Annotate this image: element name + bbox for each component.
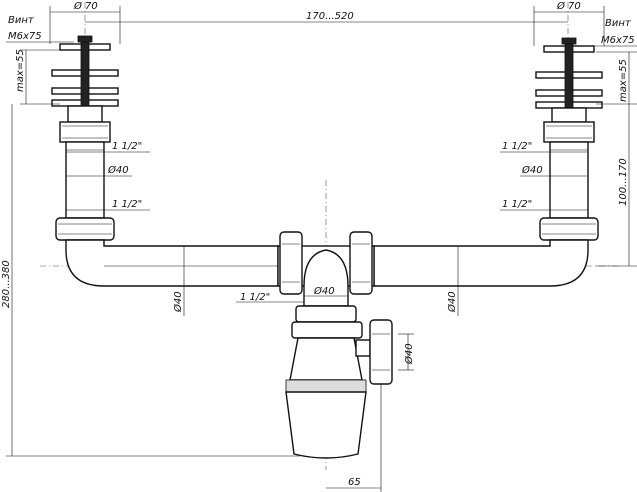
label-dia40-pipe-right: Ø40 bbox=[446, 291, 458, 313]
label-dia70-left: Ø 70 bbox=[73, 0, 98, 12]
label-dia40-center: Ø40 bbox=[313, 285, 335, 297]
label-height-left: 280...380 bbox=[1, 260, 12, 308]
label-max55-left: max=55 bbox=[15, 49, 26, 92]
label-dim65: 65 bbox=[348, 477, 361, 488]
label-thread-left-top: 1 1/2" bbox=[112, 141, 142, 152]
dimension-lines bbox=[6, 6, 637, 492]
horizontal-pipe bbox=[65, 239, 589, 287]
center-tee bbox=[277, 231, 375, 307]
left-drain bbox=[51, 35, 119, 241]
label-screw-left: Винт bbox=[8, 15, 35, 26]
right-drain bbox=[535, 37, 603, 241]
label-thread-left-bottom: 1 1/2" bbox=[112, 199, 142, 210]
label-dia40-left: Ø40 bbox=[107, 164, 129, 176]
label-screw-right-size: M6x75 bbox=[601, 35, 635, 46]
label-height-right: 100...170 bbox=[618, 158, 629, 206]
label-dia70-right: Ø 70 bbox=[556, 0, 581, 12]
label-thread-right-bottom: 1 1/2" bbox=[502, 199, 532, 210]
label-max55-right: max=55 bbox=[618, 59, 629, 102]
label-screw-right: Винт bbox=[605, 18, 632, 29]
label-screw-left-size: M6x75 bbox=[8, 31, 42, 42]
label-thread-center: 1 1/2" bbox=[240, 292, 270, 303]
label-dia40-right: Ø40 bbox=[521, 164, 543, 176]
label-span: 170...520 bbox=[306, 11, 354, 22]
label-dia40-outlet: Ø40 bbox=[403, 343, 415, 365]
bottle-trap bbox=[285, 305, 393, 459]
label-thread-right-top: 1 1/2" bbox=[502, 141, 532, 152]
label-dia40-pipe-left: Ø40 bbox=[172, 291, 184, 313]
